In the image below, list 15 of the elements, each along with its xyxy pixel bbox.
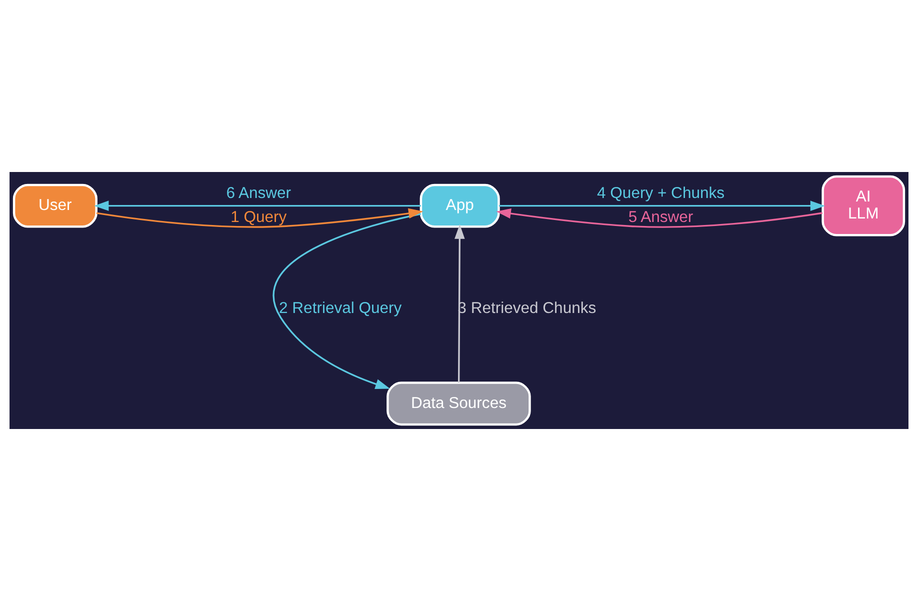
node-box: App (420, 183, 500, 228)
arrow (498, 200, 826, 210)
edge-label: 2 Retrieval Query (279, 300, 402, 317)
edge-label: 5 Answer (628, 208, 694, 226)
arrow (273, 212, 422, 389)
arrow (96, 208, 424, 228)
edge-label: 4 Query + Chunks (597, 184, 725, 202)
arrow (496, 208, 823, 228)
edge-label: 1 Query (230, 208, 287, 226)
node-box: Data Sources (386, 381, 531, 426)
node-box: AI LLM (822, 174, 906, 236)
arrow (454, 224, 465, 382)
arrow (94, 200, 421, 210)
edge-label: 6 Answer (226, 184, 292, 202)
node-box: User (12, 183, 98, 228)
